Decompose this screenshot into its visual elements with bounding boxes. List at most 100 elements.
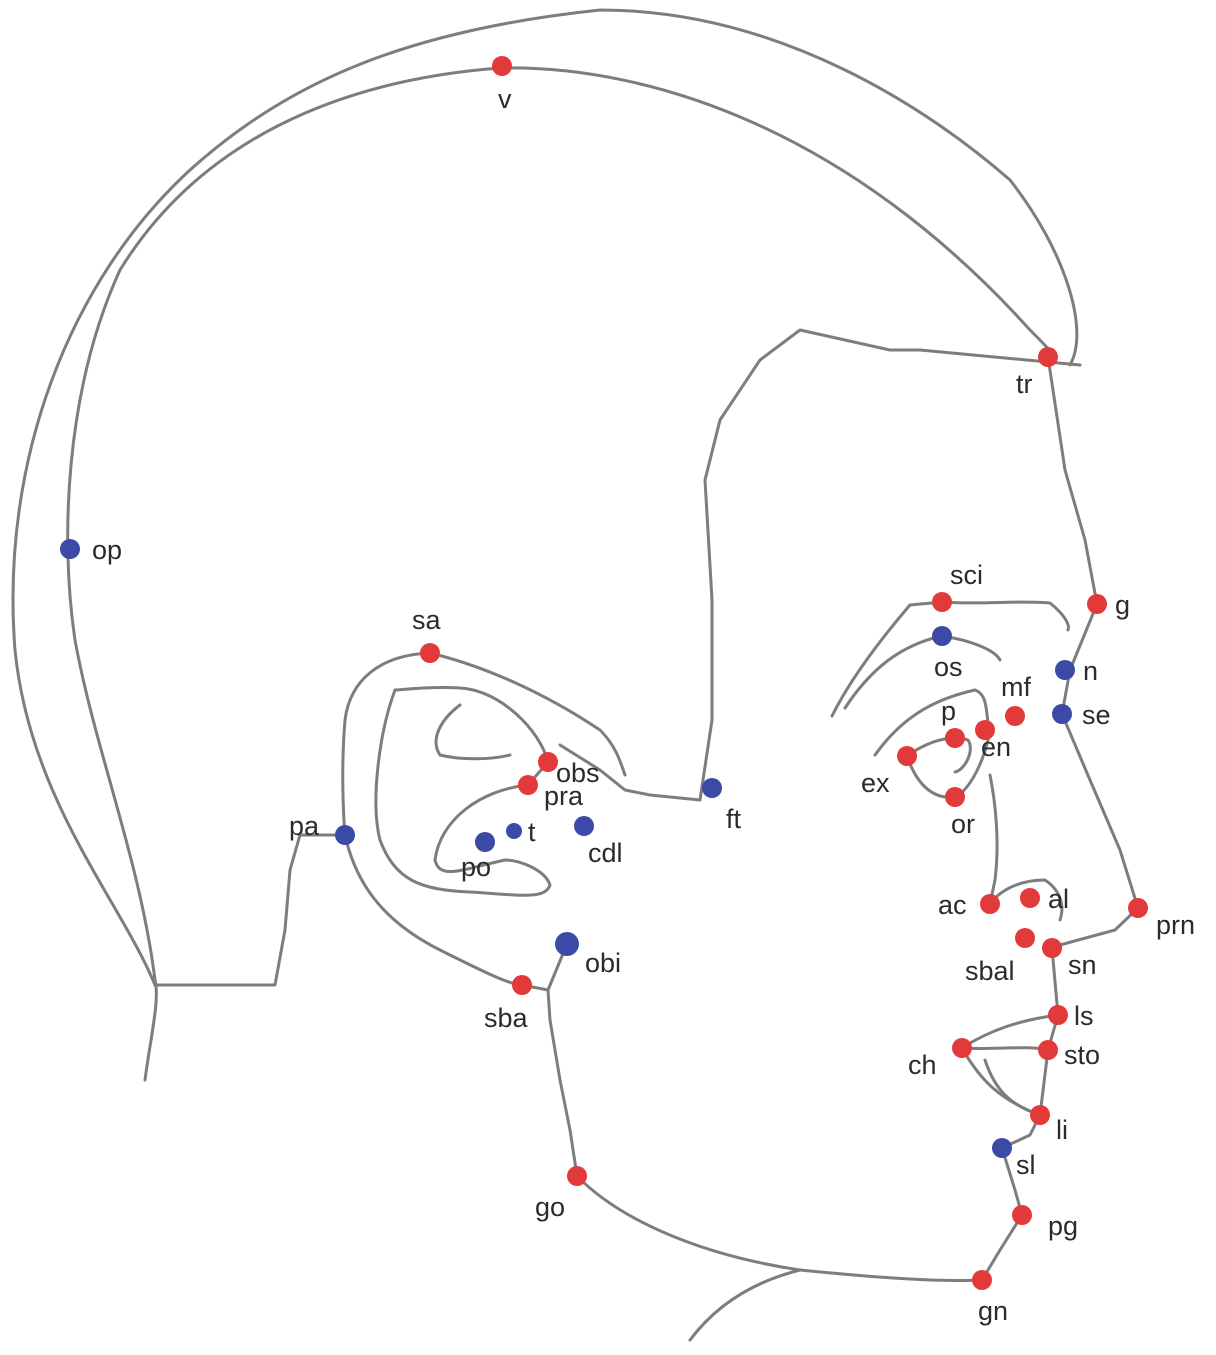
landmark-point-po: [475, 832, 495, 852]
landmark-label-pra: pra: [544, 781, 584, 811]
landmark-label-p: p: [941, 696, 956, 726]
landmark-label-v: v: [498, 84, 512, 114]
landmark-p: p: [941, 696, 965, 748]
landmark-point-al: [1020, 888, 1040, 908]
landmark-label-al: al: [1048, 884, 1069, 914]
landmark-pg: pg: [1012, 1205, 1078, 1241]
landmark-sto: sto: [1038, 1040, 1100, 1070]
landmark-sa: sa: [412, 605, 442, 663]
landmark-label-t: t: [528, 817, 536, 847]
landmark-point-ch: [952, 1038, 972, 1058]
landmark-pa: pa: [289, 811, 355, 845]
landmark-label-sl: sl: [1016, 1150, 1036, 1180]
landmark-go: go: [535, 1166, 587, 1222]
landmark-point-cdl: [574, 816, 594, 836]
landmark-prn: prn: [1128, 898, 1195, 940]
landmark-se: se: [1052, 700, 1111, 730]
landmark-sl: sl: [992, 1138, 1036, 1180]
landmark-point-pa: [335, 825, 355, 845]
landmark-label-sbal: sbal: [965, 956, 1015, 986]
landmark-point-ft: [702, 778, 722, 798]
landmark-label-ch: ch: [908, 1050, 937, 1080]
landmark-point-p: [945, 728, 965, 748]
landmark-label-sci: sci: [950, 560, 983, 590]
landmark-point-sto: [1038, 1040, 1058, 1060]
landmark-obi: obi: [555, 932, 621, 978]
landmark-point-obs: [538, 752, 558, 772]
landmark-cdl: cdl: [574, 816, 623, 868]
landmark-label-po: po: [461, 852, 491, 882]
landmark-label-en: en: [981, 732, 1011, 762]
landmark-pra: pra: [518, 775, 584, 811]
landmark-mf: mf: [1001, 672, 1031, 726]
landmark-point-sba: [512, 975, 532, 995]
landmark-label-or: or: [951, 809, 975, 839]
landmark-point-mf: [1005, 706, 1025, 726]
landmark-point-ex: [897, 746, 917, 766]
landmark-label-sn: sn: [1068, 950, 1097, 980]
landmark-label-mf: mf: [1001, 672, 1031, 702]
landmark-label-ac: ac: [938, 890, 967, 920]
landmark-en: en: [975, 720, 1011, 762]
landmark-ft: ft: [702, 778, 742, 834]
landmark-label-sto: sto: [1064, 1040, 1100, 1070]
landmark-label-n: n: [1083, 656, 1098, 686]
landmark-label-ex: ex: [861, 768, 890, 798]
head-outline: [11, 8, 1140, 1342]
landmark-label-prn: prn: [1156, 910, 1195, 940]
landmark-op: op: [60, 535, 122, 565]
landmark-ch: ch: [908, 1038, 972, 1080]
landmark-point-or: [945, 787, 965, 807]
landmark-label-g: g: [1115, 590, 1130, 620]
landmark-label-pa: pa: [289, 811, 320, 841]
landmark-li: li: [1030, 1105, 1068, 1145]
landmark-point-sci: [932, 592, 952, 612]
landmark-sci: sci: [932, 560, 983, 612]
landmark-point-v: [492, 56, 512, 76]
landmark-label-tr: tr: [1016, 369, 1033, 399]
landmark-tr: tr: [1016, 347, 1058, 399]
landmark-label-se: se: [1082, 700, 1111, 730]
landmark-point-sl: [992, 1138, 1012, 1158]
landmark-point-os: [932, 626, 952, 646]
landmark-point-ls: [1048, 1005, 1068, 1025]
landmark-label-pg: pg: [1048, 1211, 1078, 1241]
landmark-t: t: [506, 817, 536, 847]
landmark-label-li: li: [1056, 1115, 1068, 1145]
landmark-sba: sba: [484, 975, 532, 1033]
landmark-point-ac: [980, 894, 1000, 914]
landmark-al: al: [1020, 884, 1069, 914]
landmark-label-obs: obs: [556, 758, 600, 788]
landmark-point-g: [1087, 594, 1107, 614]
landmark-label-sba: sba: [484, 1003, 529, 1033]
landmark-sbal: sbal: [965, 928, 1035, 986]
landmark-label-op: op: [92, 535, 122, 565]
landmark-ls: ls: [1048, 1001, 1094, 1031]
landmark-label-os: os: [934, 652, 963, 682]
landmark-point-li: [1030, 1105, 1050, 1125]
landmark-label-sa: sa: [412, 605, 442, 635]
landmark-po: po: [461, 832, 495, 882]
landmark-n: n: [1055, 656, 1098, 686]
landmark-point-tr: [1038, 347, 1058, 367]
landmark-gn: gn: [972, 1270, 1008, 1326]
landmark-ex: ex: [861, 746, 917, 798]
landmark-point-sa: [420, 643, 440, 663]
landmark-sn: sn: [1042, 938, 1097, 980]
landmark-point-pg: [1012, 1205, 1032, 1225]
landmark-g: g: [1087, 590, 1130, 620]
landmark-point-go: [567, 1166, 587, 1186]
landmark-point-sbal: [1015, 928, 1035, 948]
landmark-point-obi: [555, 932, 579, 956]
landmark-point-op: [60, 539, 80, 559]
landmark-ac: ac: [938, 890, 1000, 920]
landmark-point-n: [1055, 660, 1075, 680]
landmark-label-cdl: cdl: [588, 838, 623, 868]
landmark-label-ft: ft: [726, 804, 742, 834]
landmark-point-gn: [972, 1270, 992, 1290]
landmark-label-obi: obi: [585, 948, 621, 978]
landmark-point-se: [1052, 704, 1072, 724]
landmark-point-sn: [1042, 938, 1062, 958]
